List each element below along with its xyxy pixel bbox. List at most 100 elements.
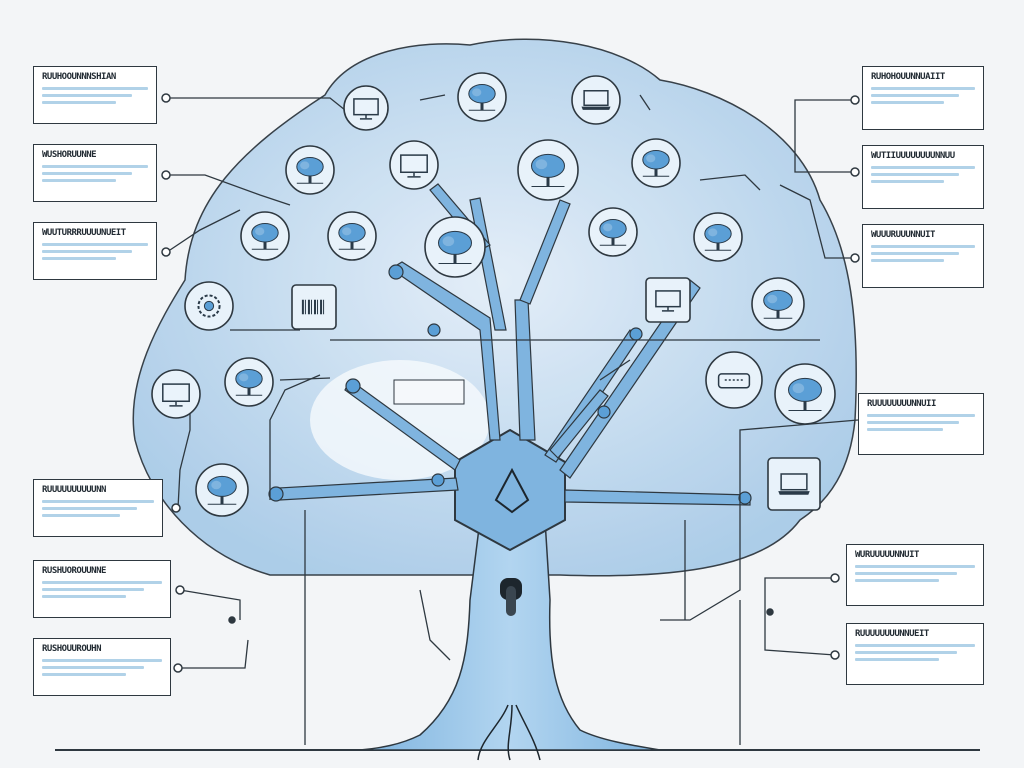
tree-icon (251, 222, 279, 250)
label-title: WURUUUUUNNUIT (855, 550, 919, 560)
label-title: WUUURUUUNNUIT (871, 230, 935, 240)
barcode-icon (301, 299, 325, 315)
monitor-icon (655, 290, 681, 312)
node-tree-icon (240, 211, 290, 261)
monitor-icon (400, 154, 428, 178)
label-text-line (42, 581, 162, 584)
node-monitor-icon (389, 140, 439, 190)
label-text-line (871, 173, 960, 176)
tree-icon (642, 149, 670, 177)
node-tree-icon (285, 145, 335, 195)
label-title: RUUHOOUNNNSHIAN (42, 72, 116, 82)
label-card-left-4: RUUUUUUUUUUNN (33, 479, 163, 537)
label-card-right-6: RUUUUUUUUNNUEIT (846, 623, 984, 685)
label-text-line (867, 421, 959, 424)
label-title: RUHOHOUUNNUAIIT (871, 72, 945, 82)
icon-nodes (151, 72, 836, 517)
label-text-line (42, 514, 121, 517)
label-text-line (42, 673, 126, 676)
label-text-line (871, 180, 944, 183)
label-title: RUUUUUUUUNNUEIT (855, 629, 929, 639)
label-text-line (42, 659, 162, 662)
tree-trunk (359, 519, 661, 751)
label-text-line (855, 644, 975, 647)
label-text-line (871, 245, 975, 248)
label-text-line (871, 252, 960, 255)
label-card-left-6: RUSHOUUROUHN (33, 638, 171, 696)
tree-icon (531, 153, 565, 187)
label-text-line (42, 87, 148, 90)
label-text-line (867, 428, 943, 431)
label-text-line (42, 666, 144, 669)
label-text-line (42, 257, 117, 260)
label-title: RUUUUUUUUUUNN (42, 485, 106, 495)
laptop-icon (778, 473, 810, 495)
label-text-line (42, 507, 138, 510)
label-title: RUUUUUUUUNNUII (867, 399, 936, 409)
tree-roots (477, 704, 541, 761)
label-card-right-2: WUTIIUUUUUUUUNNUU (862, 145, 984, 209)
label-card-left-3: WUUTURRRUUUUNUEIT (33, 222, 157, 280)
node-barcode-icon (291, 284, 337, 330)
tree-icon (599, 218, 627, 246)
branch-knobs (268, 264, 752, 505)
label-text-line (42, 250, 133, 253)
label-card-right-4: RUUUUUUUUNNUII (858, 393, 984, 455)
tree-icon (235, 368, 263, 396)
label-text-line (871, 166, 975, 169)
label-card-left-1: RUUHOOUNNNSHIAN (33, 66, 157, 124)
label-title: RUSHUOROUUNNE (42, 566, 106, 576)
node-tree-icon (517, 139, 579, 201)
label-text-line (855, 572, 957, 575)
label-text-line (855, 658, 939, 661)
node-monitor-icon (645, 277, 691, 323)
label-card-right-1: RUHOHOUUNNUAIIT (862, 66, 984, 130)
label-title: WUTIIUUUUUUUUNNUU (871, 151, 955, 161)
monitor-icon (162, 383, 190, 407)
lock-icon (500, 578, 522, 616)
label-text-line (855, 651, 957, 654)
node-laptop-icon (767, 457, 821, 511)
tree-icon (296, 156, 324, 184)
label-text-line (871, 259, 944, 262)
label-text-line (42, 172, 133, 175)
label-text-line (871, 94, 960, 97)
node-tree-icon (224, 357, 274, 407)
tree-icon (704, 223, 732, 251)
node-tree-icon (588, 207, 638, 257)
label-card-left-2: WUSHORUUNNE (33, 144, 157, 202)
node-tree-icon (457, 72, 507, 122)
label-text-line (42, 165, 148, 168)
connector-dots (161, 93, 860, 673)
label-text-line (867, 414, 975, 417)
label-card-right-3: WUUURUUUNNUIT (862, 224, 984, 288)
node-tree-icon (327, 211, 377, 261)
node-tree-icon (631, 138, 681, 188)
node-router-icon (705, 351, 763, 409)
router-icon (717, 373, 751, 389)
label-title: WUSHORUUNNE (42, 150, 97, 160)
label-card-left-5: RUSHUOROUUNNE (33, 560, 171, 618)
label-text-line (42, 101, 117, 104)
label-text-line (42, 243, 148, 246)
laptop-icon (581, 90, 611, 110)
tree-icon (338, 222, 366, 250)
tree-icon (763, 289, 793, 319)
tree-icon (468, 83, 496, 111)
label-title: RUSHOUUROUHN (42, 644, 102, 654)
core-diamond (494, 467, 530, 514)
label-text-line (855, 565, 975, 568)
label-text-line (42, 595, 126, 598)
gear-icon (197, 294, 221, 318)
node-tree-icon (195, 463, 249, 517)
node-tree-icon (774, 363, 836, 425)
network-lines (168, 94, 859, 745)
label-text-line (42, 94, 133, 97)
node-monitor-icon (151, 369, 201, 419)
label-text-line (855, 579, 939, 582)
label-text-line (42, 588, 144, 591)
node-gear-icon (184, 281, 234, 331)
tree-icon (207, 475, 237, 505)
